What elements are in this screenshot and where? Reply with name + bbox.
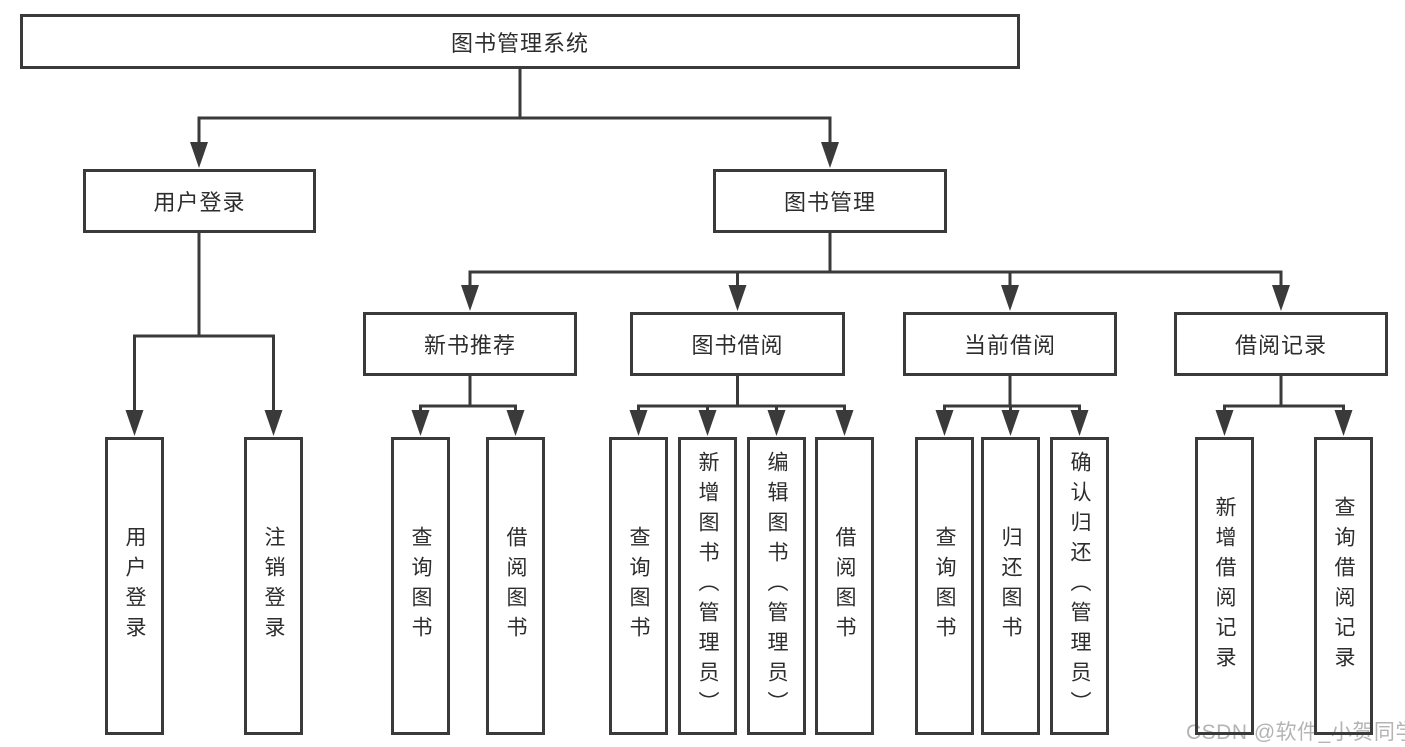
leaf-label: 借阅图书 bbox=[833, 526, 856, 646]
leaf-label: 用户登录 bbox=[123, 526, 146, 646]
node-label: 新书推荐 bbox=[423, 333, 516, 358]
node-label: 图书管理 bbox=[783, 190, 876, 215]
node-borrowing-records: 借阅记录 bbox=[1174, 312, 1388, 376]
leaf-logout: 注销登录 bbox=[244, 437, 303, 735]
leaf-recommend-borrow-books: 借阅图书 bbox=[486, 437, 545, 735]
leaf-add-books-admin: 新增图书（管理员） bbox=[678, 437, 737, 735]
leaf-label: 确认归还（管理员） bbox=[1068, 451, 1091, 721]
node-current-borrowing: 当前借阅 bbox=[903, 312, 1117, 376]
node-book-management: 图书管理 bbox=[713, 169, 947, 233]
node-label: 当前借阅 bbox=[963, 333, 1056, 358]
leaf-label: 查询借阅记录 bbox=[1332, 496, 1355, 676]
leaf-label: 新增图书（管理员） bbox=[696, 451, 719, 721]
leaf-edit-books-admin: 编辑图书（管理员） bbox=[747, 437, 806, 735]
leaf-confirm-return-admin: 确认归还（管理员） bbox=[1050, 437, 1109, 735]
node-label: 用户登录 bbox=[153, 190, 246, 215]
leaf-label: 查询图书 bbox=[933, 526, 956, 646]
node-label: 图书借阅 bbox=[691, 333, 784, 358]
leaf-borrowing-query-books: 查询图书 bbox=[609, 437, 668, 735]
node-label: 借阅记录 bbox=[1234, 333, 1327, 358]
leaf-current-query-books: 查询图书 bbox=[915, 437, 974, 735]
leaf-recommend-query-books: 查询图书 bbox=[391, 437, 450, 735]
leaf-label: 查询图书 bbox=[627, 526, 650, 646]
node-user-login: 用户登录 bbox=[83, 169, 316, 233]
arrowheads bbox=[125, 142, 1353, 436]
node-label: 图书管理系统 bbox=[450, 30, 589, 56]
leaf-query-borrow-record: 查询借阅记录 bbox=[1314, 437, 1373, 735]
watermark: CSDN @软件_小贺同学 bbox=[1186, 721, 1405, 744]
node-new-book-recommendation: 新书推荐 bbox=[363, 312, 577, 376]
leaf-label: 新增借阅记录 bbox=[1213, 496, 1236, 676]
leaf-label: 归还图书 bbox=[999, 526, 1022, 646]
leaf-label: 借阅图书 bbox=[504, 526, 527, 646]
leaf-return-books: 归还图书 bbox=[981, 437, 1040, 735]
leaf-label: 注销登录 bbox=[262, 526, 285, 646]
node-library-management-system: 图书管理系统 bbox=[20, 14, 1020, 69]
leaf-add-borrow-record: 新增借阅记录 bbox=[1195, 437, 1254, 735]
node-book-borrowing: 图书借阅 bbox=[630, 312, 845, 376]
leaf-label: 编辑图书（管理员） bbox=[765, 451, 788, 721]
leaf-borrowing-borrow-books: 借阅图书 bbox=[815, 437, 874, 735]
leaf-label: 查询图书 bbox=[409, 526, 432, 646]
leaf-user-login: 用户登录 bbox=[105, 437, 164, 735]
